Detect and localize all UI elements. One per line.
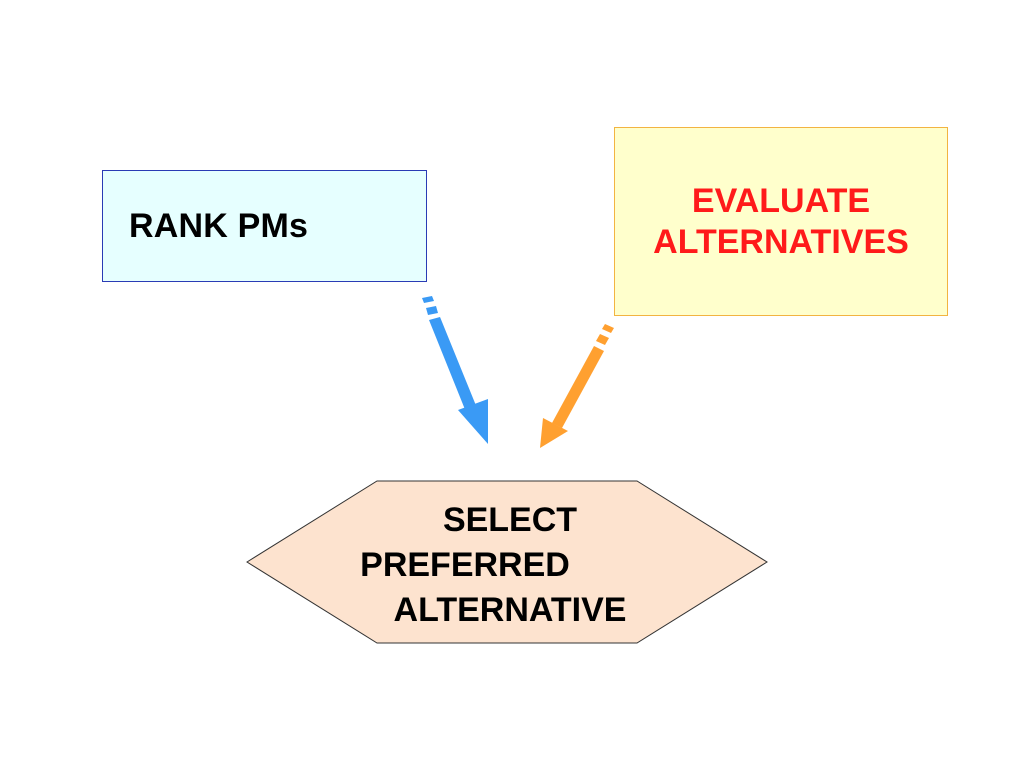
orange-arrow xyxy=(540,324,614,448)
rank-pms-label: RANK PMs xyxy=(129,206,309,245)
select-label-line1: SELECT xyxy=(442,501,578,539)
evaluate-label-line2: ALTERNATIVES xyxy=(653,222,909,261)
select-label-line2: PREFERRED xyxy=(360,546,570,584)
evaluate-label-line1: EVALUATE xyxy=(691,181,871,220)
select-label-line3: ALTERNATIVE xyxy=(393,591,627,629)
evaluate-alternatives-box: EVALUATE ALTERNATIVES xyxy=(614,127,948,316)
rank-pms-box: RANK PMs xyxy=(102,170,427,282)
blue-arrow xyxy=(422,296,488,444)
select-hexagon-shape xyxy=(246,480,768,644)
select-preferred-alternative-text: SELECT PREFERRED ALTERNATIVE xyxy=(330,498,690,633)
